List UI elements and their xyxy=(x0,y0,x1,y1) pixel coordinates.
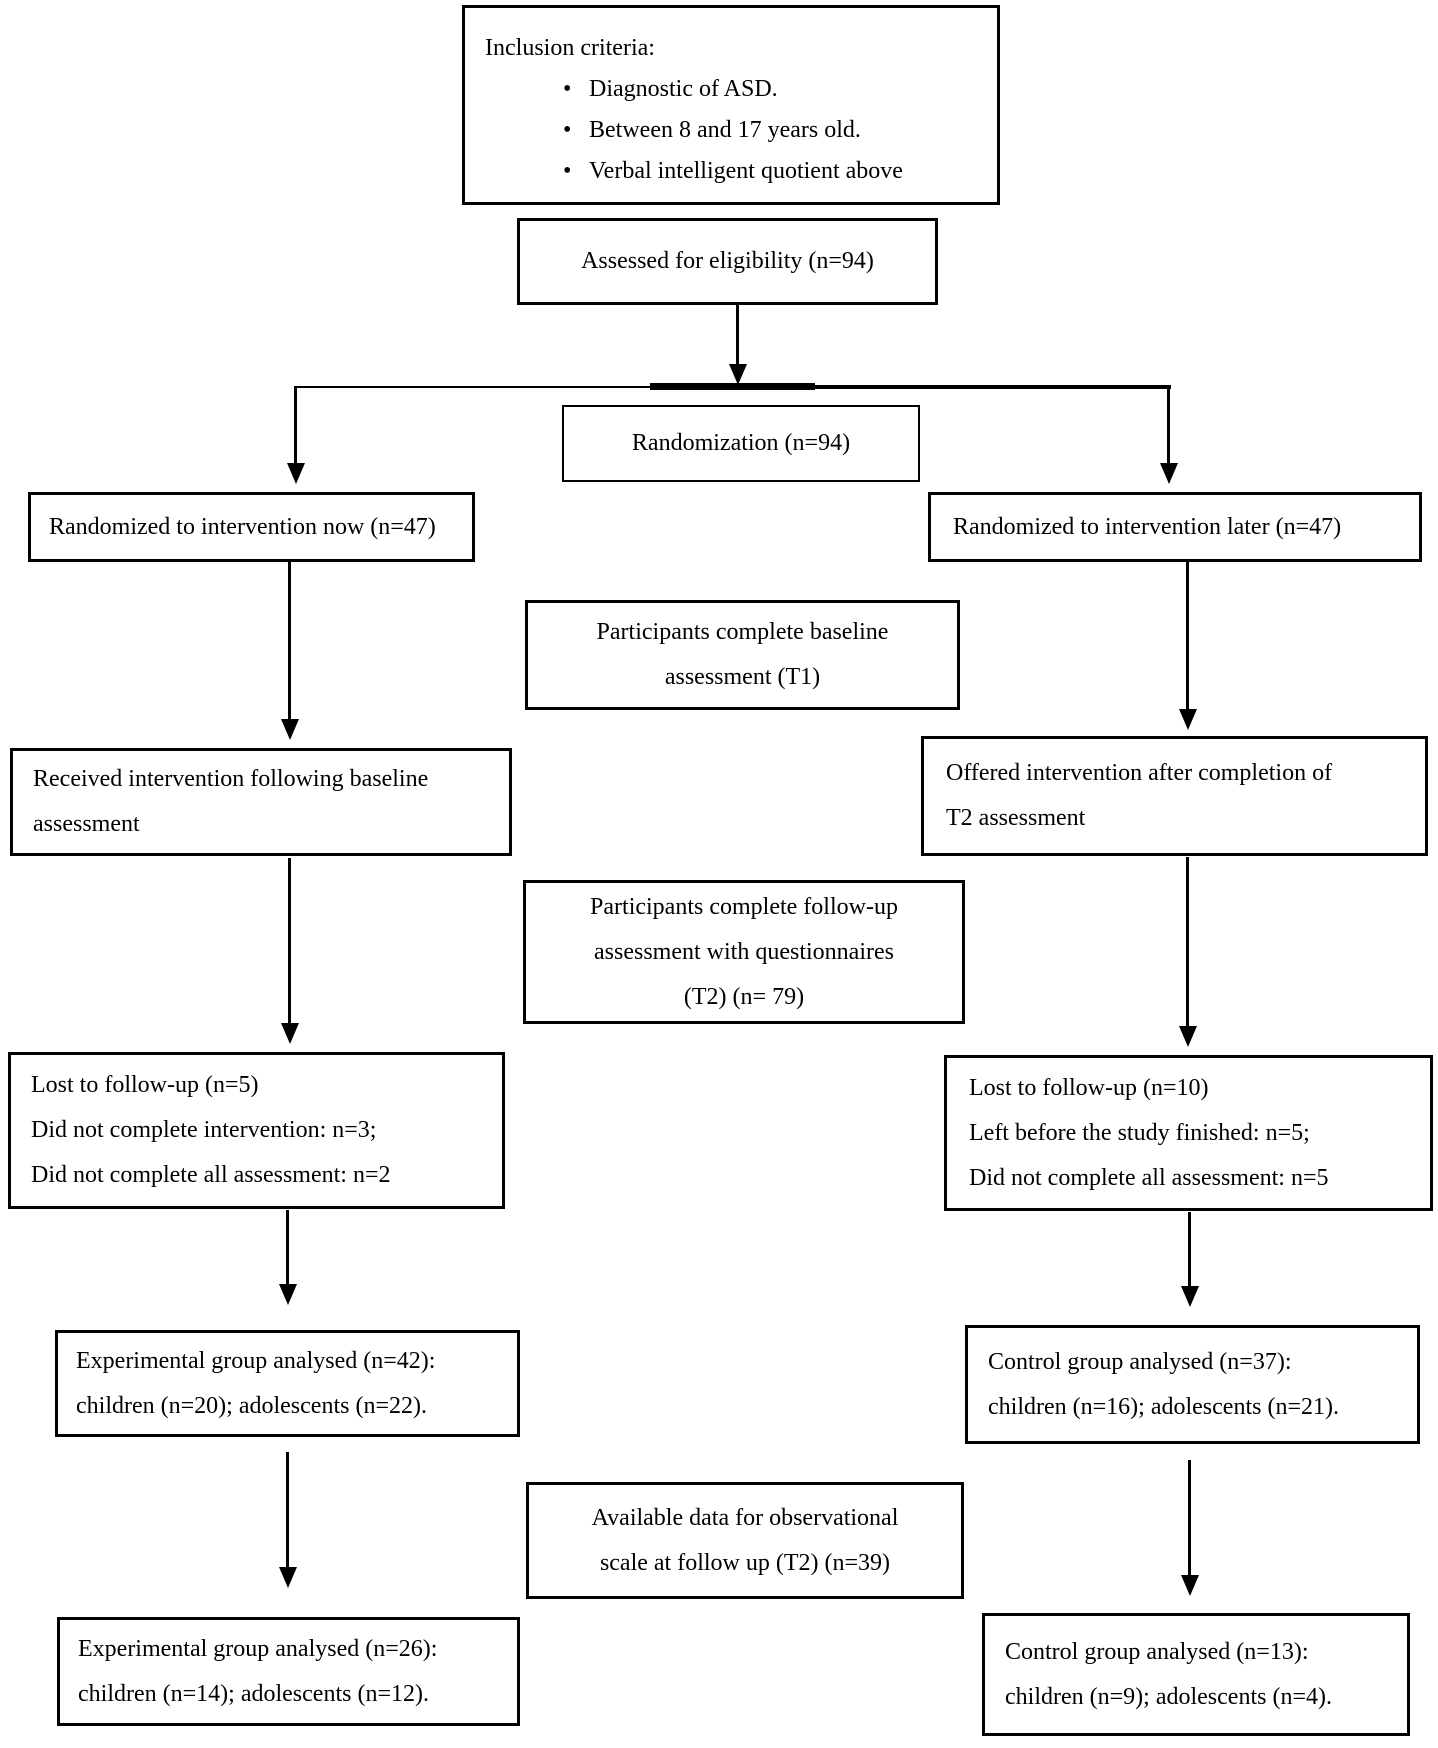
experimental-analysed-42-box: Experimental group analysed (n=42): chil… xyxy=(55,1330,520,1437)
arrow-ctrl37-to-ctrl13-line xyxy=(1188,1460,1191,1575)
arrow-assessed-head xyxy=(729,364,747,385)
assessed-eligibility-text: Assessed for eligibility (n=94) xyxy=(581,248,874,274)
inclusion-heading: Inclusion criteria: xyxy=(485,35,655,61)
arrow-branch-left-head xyxy=(287,463,305,484)
inclusion-bullet-row: • Between 8 and 17 years old. xyxy=(563,110,997,151)
lost-followup-later-box: Lost to follow-up (n=10) Left before the… xyxy=(944,1055,1433,1211)
arrow-assessed-line xyxy=(736,305,739,364)
inclusion-bullet-text: Between 8 and 17 years old. xyxy=(589,117,861,143)
bullet-icon: • xyxy=(563,158,572,184)
received-intervention-box: Received intervention following baseline… xyxy=(10,748,512,856)
arrow-lost-to-ctrl37-line xyxy=(1188,1212,1191,1286)
followup-line: Participants complete follow-up xyxy=(590,893,898,920)
offered-line: T2 assessment xyxy=(946,805,1086,831)
randomized-now-text: Randomized to intervention now (n=47) xyxy=(49,513,436,540)
followup-assessment-box: Participants complete follow-up assessme… xyxy=(523,880,965,1024)
inclusion-bullet-row: • Verbal intelligent quotient above xyxy=(563,151,997,192)
bullet-icon: • xyxy=(563,117,572,143)
experimental-42-line: children (n=20); adolescents (n=22). xyxy=(76,1392,427,1419)
assessed-eligibility-box: Assessed for eligibility (n=94) xyxy=(517,218,938,305)
lost-later-line: Left before the study finished: n=5; xyxy=(969,1119,1310,1146)
arrow-now-to-received-head xyxy=(281,719,299,740)
arrow-received-to-lost-line xyxy=(288,858,291,1023)
inclusion-bullet-text: Diagnostic of ASD. xyxy=(589,76,778,102)
control-37-line: Control group analysed (n=37): xyxy=(988,1348,1292,1375)
branch-line-left xyxy=(296,386,656,388)
arrow-exp42-to-exp26-head xyxy=(279,1567,297,1588)
arrow-ctrl37-to-ctrl13-head xyxy=(1181,1575,1199,1596)
experimental-42-line: Experimental group analysed (n=42): xyxy=(76,1347,436,1374)
inclusion-bullet-text: Verbal intelligent quotient above xyxy=(589,158,903,184)
arrow-lost-to-ctrl37-head xyxy=(1181,1286,1199,1307)
randomized-now-box: Randomized to intervention now (n=47) xyxy=(28,492,475,562)
randomization-box: Randomization (n=94) xyxy=(562,405,920,482)
offered-intervention-box: Offered intervention after completion of… xyxy=(921,736,1428,856)
control-37-line: children (n=16); adolescents (n=21). xyxy=(988,1393,1339,1420)
baseline-line: Participants complete baseline xyxy=(596,619,889,645)
branch-line-middle xyxy=(650,383,815,390)
followup-line: assessment with questionnaires xyxy=(594,938,894,965)
followup-line: (T2) (n= 79) xyxy=(683,983,805,1010)
branch-line-right xyxy=(812,385,1171,389)
offered-line: Offered intervention after completion of xyxy=(946,760,1333,786)
arrow-offered-to-lost-head xyxy=(1179,1026,1197,1047)
experimental-26-line: children (n=14); adolescents (n=12). xyxy=(78,1680,429,1707)
available-line: scale at follow up (T2) (n=39) xyxy=(599,1549,891,1576)
lost-followup-now-box: Lost to follow-up (n=5) Did not complete… xyxy=(8,1052,505,1209)
arrow-later-to-offered-line xyxy=(1186,562,1189,709)
baseline-assessment-box: Participants complete baseline assessmen… xyxy=(525,600,960,710)
control-13-line: Control group analysed (n=13): xyxy=(1005,1638,1309,1665)
arrow-branch-right-line xyxy=(1167,386,1170,463)
arrow-branch-right-head xyxy=(1160,463,1178,484)
lost-now-line: Did not complete all assessment: n=2 xyxy=(31,1162,391,1188)
randomized-later-box: Randomized to intervention later (n=47) xyxy=(928,492,1422,562)
control-analysed-37-box: Control group analysed (n=37): children … xyxy=(965,1325,1420,1444)
arrow-lost-to-exp42-head xyxy=(279,1284,297,1305)
lost-later-line: Did not complete all assessment: n=5 xyxy=(969,1164,1329,1191)
lost-later-line: Lost to follow-up (n=10) xyxy=(969,1074,1209,1101)
lost-now-line: Lost to follow-up (n=5) xyxy=(31,1072,259,1098)
available-data-box: Available data for observational scale a… xyxy=(526,1482,964,1599)
received-line: assessment xyxy=(33,811,140,837)
control-analysed-13-box: Control group analysed (n=13): children … xyxy=(982,1613,1410,1736)
arrow-received-to-lost-head xyxy=(281,1023,299,1044)
arrow-later-to-offered-head xyxy=(1179,709,1197,730)
randomization-text: Randomization (n=94) xyxy=(631,430,851,456)
available-line: Available data for observational xyxy=(591,1504,899,1531)
inclusion-bullet-row: • Diagnostic of ASD. xyxy=(563,69,997,110)
bullet-icon: • xyxy=(563,76,572,102)
baseline-line: assessment (T1) xyxy=(664,664,821,690)
inclusion-criteria-box: Inclusion criteria: • Diagnostic of ASD.… xyxy=(462,5,1000,205)
received-line: Received intervention following baseline xyxy=(33,766,429,792)
arrow-offered-to-lost-line xyxy=(1186,857,1189,1026)
experimental-analysed-26-box: Experimental group analysed (n=26): chil… xyxy=(57,1617,520,1726)
arrow-exp42-to-exp26-line xyxy=(286,1452,289,1567)
lost-now-line: Did not complete intervention: n=3; xyxy=(31,1117,377,1143)
experimental-26-line: Experimental group analysed (n=26): xyxy=(78,1635,438,1662)
control-13-line: children (n=9); adolescents (n=4). xyxy=(1005,1683,1332,1710)
arrow-now-to-received-line xyxy=(288,562,291,719)
randomized-later-text: Randomized to intervention later (n=47) xyxy=(953,513,1342,540)
arrow-branch-left-line xyxy=(294,386,297,463)
arrow-lost-to-exp42-line xyxy=(286,1210,289,1284)
